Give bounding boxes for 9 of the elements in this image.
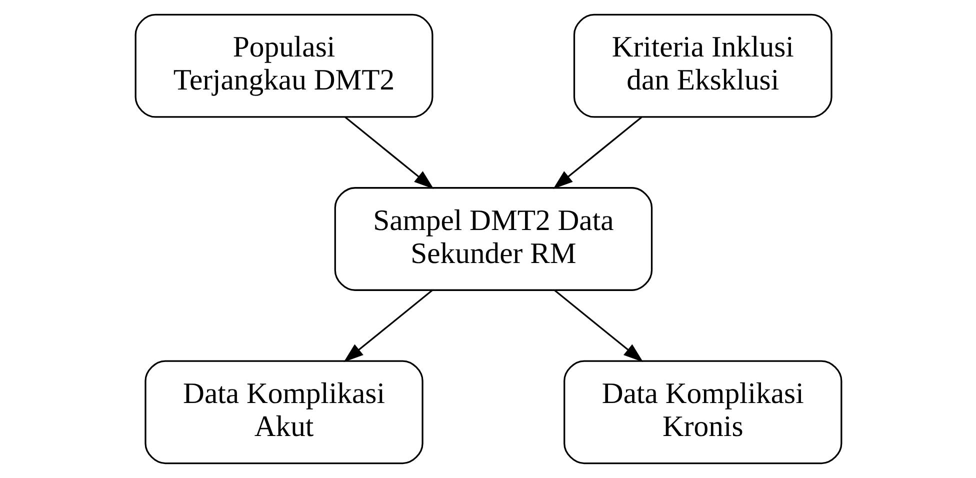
node-box: Populasi Terjangkau DMT2 bbox=[134, 14, 433, 118]
arrow bbox=[343, 290, 432, 362]
node-box: Data Komplikasi Akut bbox=[144, 360, 423, 464]
arrow bbox=[552, 116, 642, 189]
node-box: Data Komplikasi Kronis bbox=[563, 360, 842, 464]
arrow bbox=[344, 116, 434, 189]
node-box: Sampel DMT2 Data Sekunder RM bbox=[334, 187, 652, 291]
node-box: Kriteria Inklusi dan Eksklusi bbox=[572, 14, 832, 118]
arrow bbox=[554, 290, 643, 362]
